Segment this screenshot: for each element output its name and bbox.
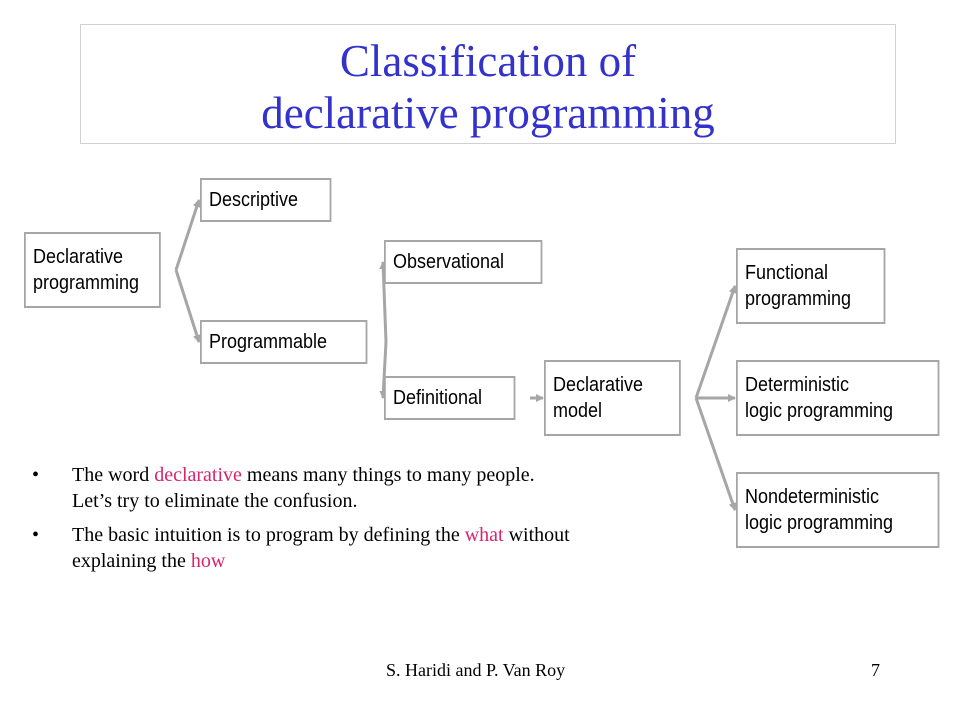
node-line: Declarative [33, 246, 124, 268]
node-line: Definitional [393, 387, 483, 409]
arrow-declarative_programming-to-descriptive [174, 199, 201, 271]
node-line: programming [745, 288, 852, 310]
node-deterministic-logic-programming: Deterministic logic programming [736, 360, 940, 436]
node-line: Observational [393, 251, 505, 273]
node-programmable: Programmable [200, 320, 368, 364]
node-line: Descriptive [209, 189, 299, 211]
arrow-declarative_programming-to-programmable [174, 269, 201, 343]
node-line: Declarative [553, 374, 644, 396]
bullet-list: • The word declarative means many things… [32, 462, 572, 582]
bullet-text-segment: without explaining the [72, 524, 570, 572]
bullet-text-segment: The basic intuition is to program by def… [72, 524, 465, 546]
highlighted-word: what [464, 524, 504, 546]
arrow-programmable-to-definitional [379, 341, 388, 399]
bullet-text-segment: The word [72, 464, 155, 486]
node-line: logic programming [745, 512, 894, 534]
arrow-programmable-to-observational [379, 261, 388, 343]
node-line: programming [33, 272, 140, 294]
bullet-dot: • [32, 524, 40, 546]
bullet-item: • The word declarative means many things… [32, 462, 572, 514]
node-nondeterministic-logic-programming: Nondeterministic logic programming [736, 472, 940, 548]
highlighted-word: declarative [154, 464, 242, 486]
node-declarative-model: Declarative model [544, 360, 681, 436]
arrow-declarative_model-to-nondeterministic_logic [694, 397, 737, 511]
bullet-text: The basic intuition is to program by def… [72, 524, 570, 572]
highlighted-word: how [190, 550, 226, 572]
node-line: Deterministic [745, 374, 850, 396]
bullet-text-segment: means many things to many people. Let’s … [72, 464, 535, 512]
node-line: Functional [745, 262, 829, 284]
bullet-dot: • [32, 464, 40, 486]
title-line-1: Classification of [339, 36, 637, 86]
arrow-declarative_model-to-functional_programming [694, 285, 737, 399]
bullet-text: The word declarative means many things t… [72, 464, 535, 512]
slide-title: Classification of declarative programmin… [80, 24, 896, 144]
title-line-2: declarative programming [261, 88, 715, 138]
node-declarative-programming: Declarative programming [24, 232, 161, 308]
node-definitional: Definitional [384, 376, 516, 420]
node-observational: Observational [384, 240, 543, 284]
node-line: logic programming [745, 400, 894, 422]
bullet-item: • The basic intuition is to program by d… [32, 522, 572, 574]
node-line: Programmable [209, 331, 328, 353]
node-functional-programming: Functional programming [736, 248, 886, 324]
node-line: model [553, 400, 603, 422]
footer-page-number: 7 [871, 660, 880, 680]
footer-authors: S. Haridi and P. Van Roy [386, 660, 566, 680]
node-line: Nondeterministic [745, 486, 880, 508]
node-descriptive: Descriptive [200, 178, 332, 222]
